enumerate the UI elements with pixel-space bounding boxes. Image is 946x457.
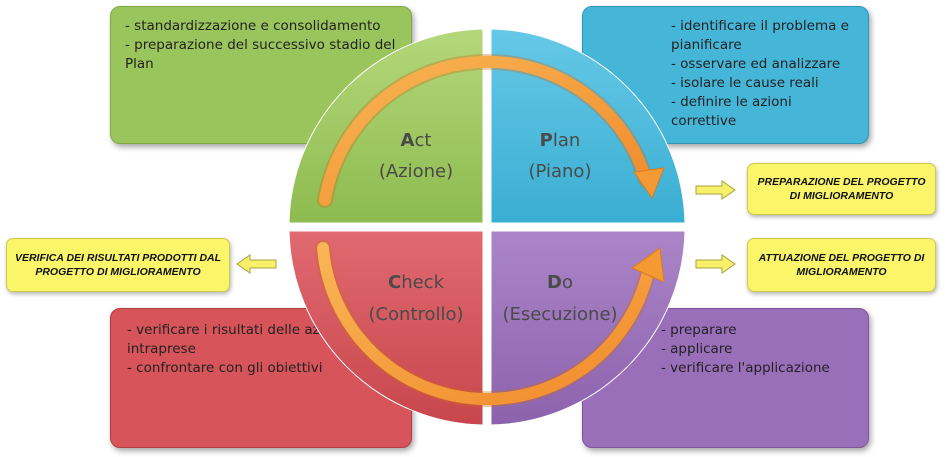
act-item-2: - preparazione del successivo stadio del…: [125, 37, 396, 72]
act-item-1: - standardizzazione e consolidamento: [125, 18, 381, 34]
attuazione-note: ATTUAZIONE DEL PROGETTO DI MIGLIORAMENTO: [747, 238, 936, 292]
lower-arrow-head: [630, 247, 665, 283]
upper-arrow-head: [633, 167, 665, 200]
check-item-2: - confrontare con gli obiettivi: [127, 360, 323, 376]
check-quadrant: [288, 230, 484, 426]
plan-item-1: - identificare il problema e pianificare: [671, 18, 849, 53]
do-item-2: - applicare: [661, 341, 733, 357]
arrow-to-attuazione-icon: [695, 254, 736, 274]
plan-item-4: - definire le azioni correttive: [671, 94, 792, 129]
do-quadrant: [490, 230, 686, 426]
check-item-1: - verificare i risultati delle azioni in…: [127, 322, 345, 357]
act-subtitle: (Azione): [379, 161, 453, 182]
act-label: Act: [401, 130, 432, 151]
verifica-note-text: VERIFICA DEI RISULTATI PRODOTTI DAL PROG…: [14, 252, 222, 278]
attuazione-note-text: ATTUAZIONE DEL PROGETTO DI MIGLIORAMENTO: [758, 252, 925, 278]
check-label: Check: [388, 272, 445, 293]
do-item-3: - verificare l'applicazione: [661, 360, 830, 376]
plan-label: Plan: [540, 130, 581, 151]
arrow-to-preparazione-icon: [695, 180, 736, 200]
check-subtitle: (Controllo): [368, 304, 463, 325]
do-item-1: - preparare: [661, 322, 737, 338]
do-subtitle: (Esecuzione): [502, 304, 617, 325]
arrow-to-verifica-icon: [236, 254, 277, 274]
preparazione-note-text: PREPARAZIONE DEL PROGETTO DI MIGLIORAMEN…: [757, 176, 926, 202]
plan-item-2: - osservare ed analizzare: [671, 56, 841, 72]
plan-item-3: - isolare le cause reali: [671, 75, 819, 91]
do-label: Do: [547, 272, 573, 293]
preparazione-note: PREPARAZIONE DEL PROGETTO DI MIGLIORAMEN…: [747, 163, 936, 215]
plan-subtitle: (Piano): [529, 161, 592, 182]
verifica-note: VERIFICA DEI RISULTATI PRODOTTI DAL PROG…: [6, 238, 230, 292]
